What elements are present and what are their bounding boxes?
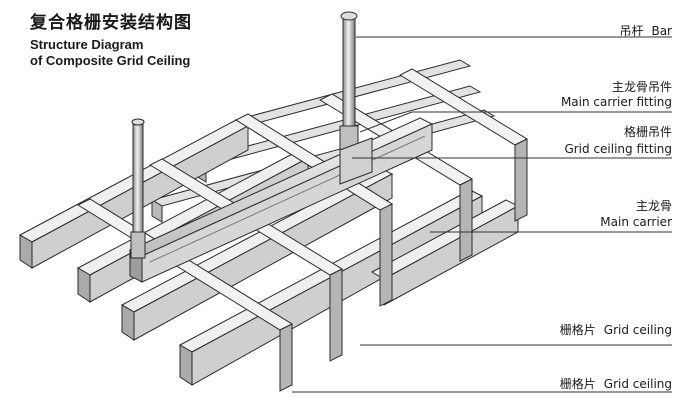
label-grid-ceiling-1-en: Grid ceiling: [603, 323, 672, 337]
label-bar: 吊杆 Bar: [619, 22, 672, 39]
label-grid-ceiling-1-cn: 栅格片: [559, 323, 596, 337]
label-grid-ceiling-2: 栅格片 Grid ceiling: [560, 375, 672, 392]
label-grid-ceiling-2-en: Grid ceiling: [603, 377, 672, 391]
diagram-title-en-line2: of Composite Grid Ceiling: [30, 53, 191, 68]
label-grid-ceiling-fitting-en: Grid ceiling fitting: [564, 142, 672, 156]
hanger-bar-right: [339, 11, 373, 185]
leader-lines: [292, 36, 672, 393]
label-grid-ceiling-1: 栅格片 Grid ceiling: [560, 321, 672, 338]
leader-line-main-carrier-fitting: [359, 111, 413, 133]
label-grid-ceiling-fitting-cn: 格栅吊件: [623, 125, 672, 139]
diagram-title-en-line1: Structure Diagram: [30, 37, 144, 52]
label-main-carrier-fitting-en: Main carrier fitting: [560, 95, 672, 109]
label-main-carrier-cn: 主龙骨: [635, 199, 672, 213]
label-grid-ceiling-2-cn: 栅格片: [559, 377, 596, 391]
label-bar-cn: 吊杆: [619, 24, 644, 38]
label-main-carrier-en: Main carrier: [600, 215, 672, 229]
label-bar-en: Bar: [651, 24, 672, 38]
diagram-title-cn: 复合格栅安装结构图: [30, 13, 192, 33]
hanger-bar-left: [130, 118, 146, 259]
label-main-carrier-fitting-cn: 主龙骨吊件: [611, 80, 672, 94]
